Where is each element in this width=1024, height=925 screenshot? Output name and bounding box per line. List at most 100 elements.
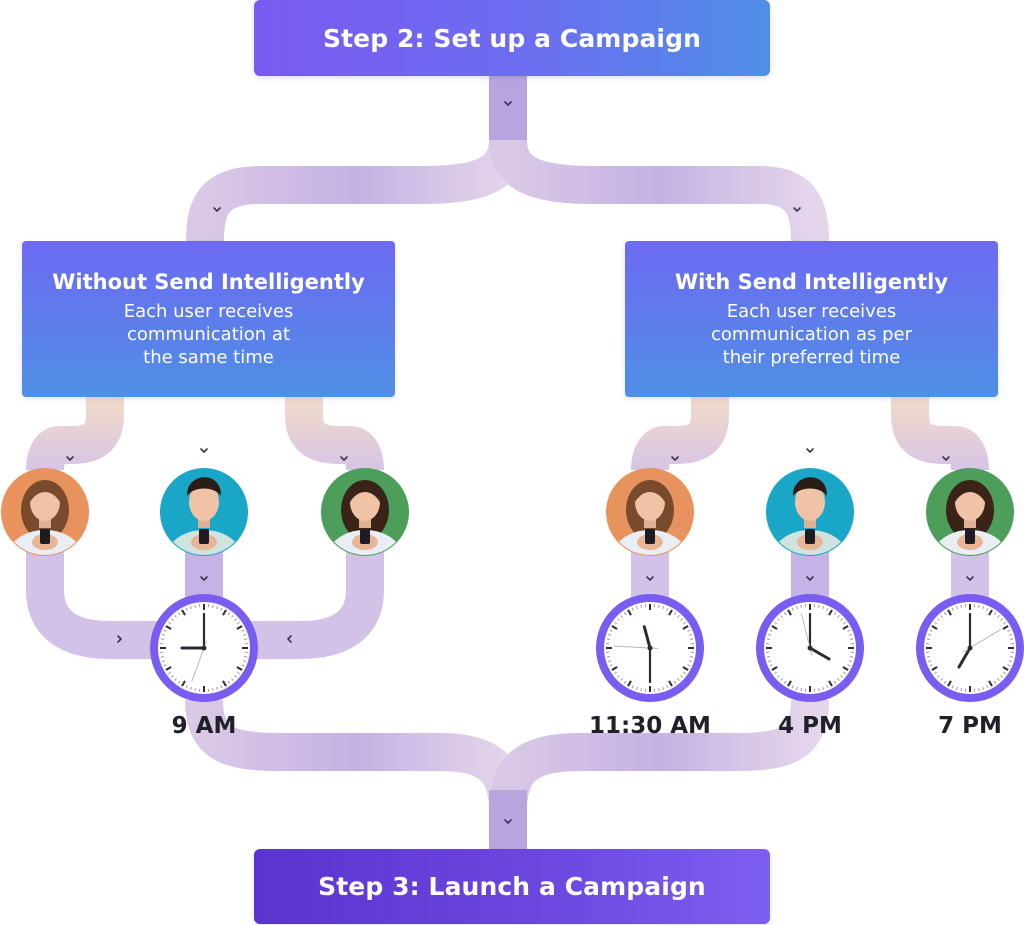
clock-tick [177,680,181,684]
clock-tick [666,607,669,611]
clock-tick [194,688,196,692]
clock-tick [993,680,997,684]
clock-tick [929,629,933,632]
clock-tick [227,680,231,684]
clock-tick [242,660,247,663]
clock-tick [978,604,980,608]
clock-tick [189,605,192,610]
clock-tick [160,656,164,658]
clock-tick [658,688,660,692]
clock-tick [943,612,947,616]
clock-tick [168,621,172,625]
clock-tick [658,604,660,608]
clock-tick [837,678,840,682]
clock-tick [631,607,634,611]
chevron-down-icon [66,456,74,461]
clock-center [967,645,973,651]
clock-tick [682,621,686,625]
clock-tick [682,625,689,630]
clock-tick [842,671,846,675]
clock-tick [174,614,177,618]
chevron-down-icon [340,456,348,461]
clock-tick [1002,621,1006,625]
clock-hour-hand [808,646,831,661]
clock-tick [680,675,684,678]
clock-tick [833,680,837,684]
user-avatar-user-man-blue [766,468,854,556]
clock-tick [236,671,240,675]
clock-tick [800,688,802,692]
clock-tick [1002,671,1006,675]
clock-tick [828,680,833,687]
chevron-down-icon [646,576,654,581]
clock-tick [936,618,940,621]
clock-tick [606,638,610,640]
clock-tick [677,678,680,682]
clock-tick [818,688,820,692]
clock-tick [787,609,792,616]
clock-tick [826,607,829,611]
clock-tick [662,686,665,691]
chevron-left-icon [287,635,292,643]
path-right-to-user1 [631,397,729,471]
chevron-down-icon [200,448,208,453]
clock-tick [955,605,958,610]
clock-tick [776,618,780,621]
path-right-to-user3 [891,397,989,471]
clock-tick [163,629,167,632]
bottom-merge-paths [185,699,829,849]
clock-tick [940,614,943,618]
clock-tick [631,685,634,689]
clock-tick [673,680,677,684]
clock-tick [620,678,623,682]
right-group-paths [631,397,989,600]
clock-tick [677,614,680,618]
clock-tick [227,612,231,616]
clock-tick [982,605,985,610]
clock-tick [936,675,940,678]
clock-tick [986,685,989,689]
clock-center [201,645,207,651]
clock-tick [611,625,618,630]
path-user1-to-clock [26,552,160,659]
clock-tick [931,625,938,630]
user-avatar-user-man-blue [160,468,248,556]
chevron-down-icon [504,101,512,106]
clock-tick [212,604,214,608]
clock-tick [828,609,833,616]
clock-tick [682,671,686,675]
clock-tick [160,638,164,640]
clock-tick [181,680,186,687]
clock-tick [688,633,693,636]
clock-tick [787,680,792,687]
clock-tick [1002,625,1009,630]
clock-tick [795,686,798,691]
path-left-to-user1 [26,397,124,471]
clock-tick [783,680,787,684]
clock-tick [163,664,167,667]
clock-tick [1000,618,1004,621]
clock-tick [607,660,612,663]
without-send-intelligently-panel: Without Send Intelligently Each user rec… [22,241,395,397]
clock-tick [627,609,632,616]
clock-tick [236,666,243,671]
clock-tick [776,675,780,678]
chevron-down-icon [213,207,221,212]
clock-tick [231,614,234,618]
with-send-intelligently-panel: With Send Intelligently Each user receiv… [625,241,998,397]
clock-tick [170,618,174,621]
path-user3-to-clock [250,552,384,659]
top-branch-paths [186,76,829,242]
clock-tick [635,686,638,691]
clock-tick [926,656,930,658]
clock-tick [833,612,837,616]
clock-tick [627,680,632,687]
clock-tick [635,605,638,610]
clock-tick [978,688,980,692]
clock-icon [756,594,864,702]
path-top-right-branch [489,138,829,242]
clock-tick [165,666,172,671]
clock-hour-hand [642,625,652,650]
clock-tick [220,607,223,611]
clock-tick [986,607,989,611]
